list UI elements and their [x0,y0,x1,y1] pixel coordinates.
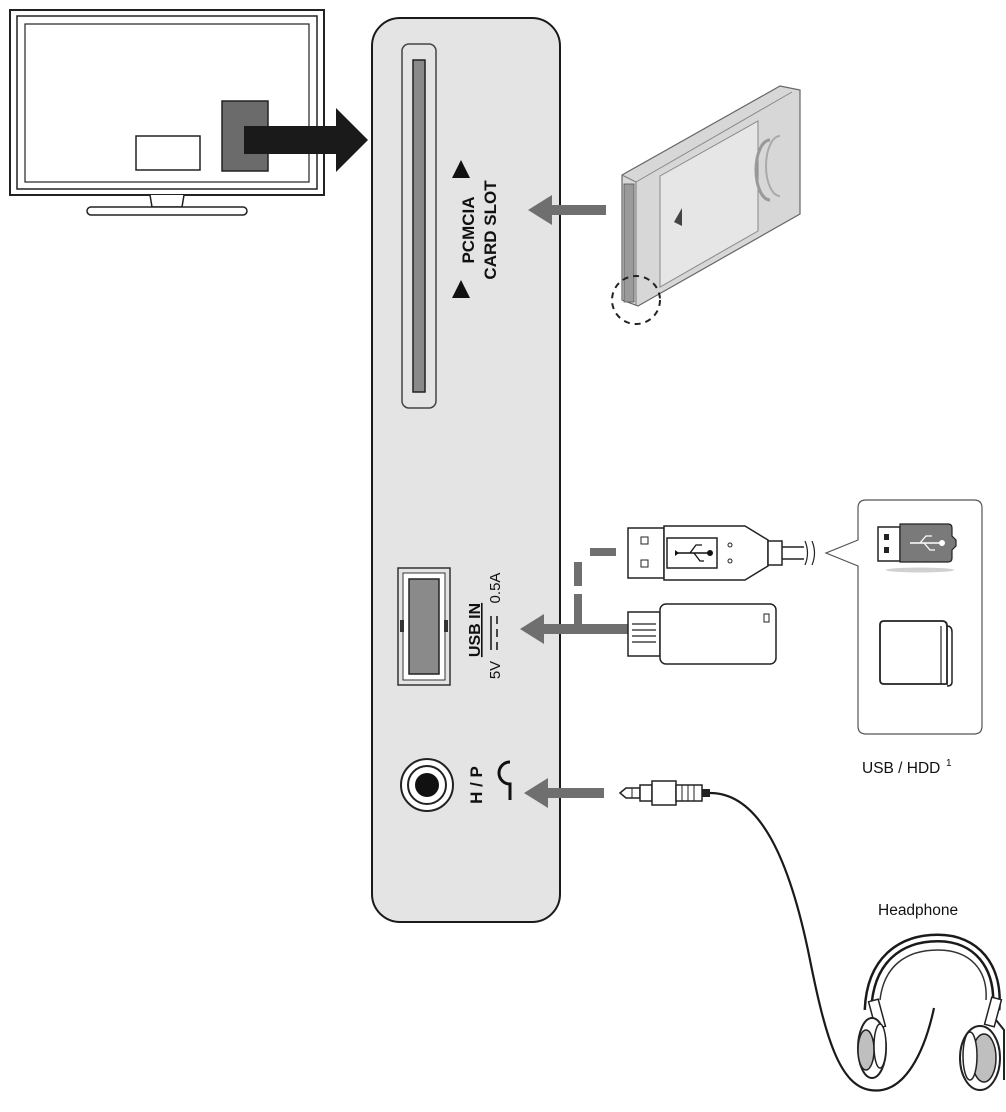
pcmcia-label-line2: CARD SLOT [481,180,500,280]
ci-module-card [611,85,801,325]
headphone-arrow-icon [524,778,604,808]
usb-arrow-icon [520,548,630,644]
usb-hdd-label: USB / HDD [862,760,940,777]
usb-hdd-footnote: 1 [946,758,952,769]
connector-highlight-circle [611,275,661,325]
triangle-marker-icon [452,280,470,298]
tv-small-box [135,135,201,171]
headphone-cable [709,791,936,1092]
usb-port[interactable] [397,567,451,686]
usb-flash-drive [627,603,777,665]
dc-symbol-icon [490,616,498,650]
pcmcia-label-line1: PCMCIA [459,196,478,263]
triangle-marker-icon [452,160,470,178]
headphone-symbol-icon [497,760,512,800]
headphone-icon [857,933,1005,1091]
hdd-icon [879,620,953,687]
tv-arrow-icon [244,108,368,172]
headphone-plug [618,780,710,806]
hp-label-text: H / P [467,766,486,804]
hp-label: H / P [467,766,486,804]
card-triangle-icon [674,208,682,226]
pcmcia-label: PCMCIA CARD SLOT [459,180,500,280]
usb-in-label: USB IN 5V 0.5A [467,573,504,680]
tv-illustration [9,9,368,216]
usb-in-title: USB IN [467,603,484,657]
usb-rating-current: 0.5A [487,573,504,604]
side-panel: PCMCIA CARD SLOT USB IN 5V 0.5A [371,17,561,923]
pcmcia-arrow-icon [528,195,606,225]
usb-cable-plug [627,525,816,581]
usb-symbol-icon [675,544,713,562]
headphone-jack[interactable] [400,758,454,812]
usb-hdd-callout [824,499,983,735]
usb-rating-voltage: 5V [487,661,504,679]
usb-stick-icon [877,523,957,573]
headphone-label: Headphone [878,902,958,919]
